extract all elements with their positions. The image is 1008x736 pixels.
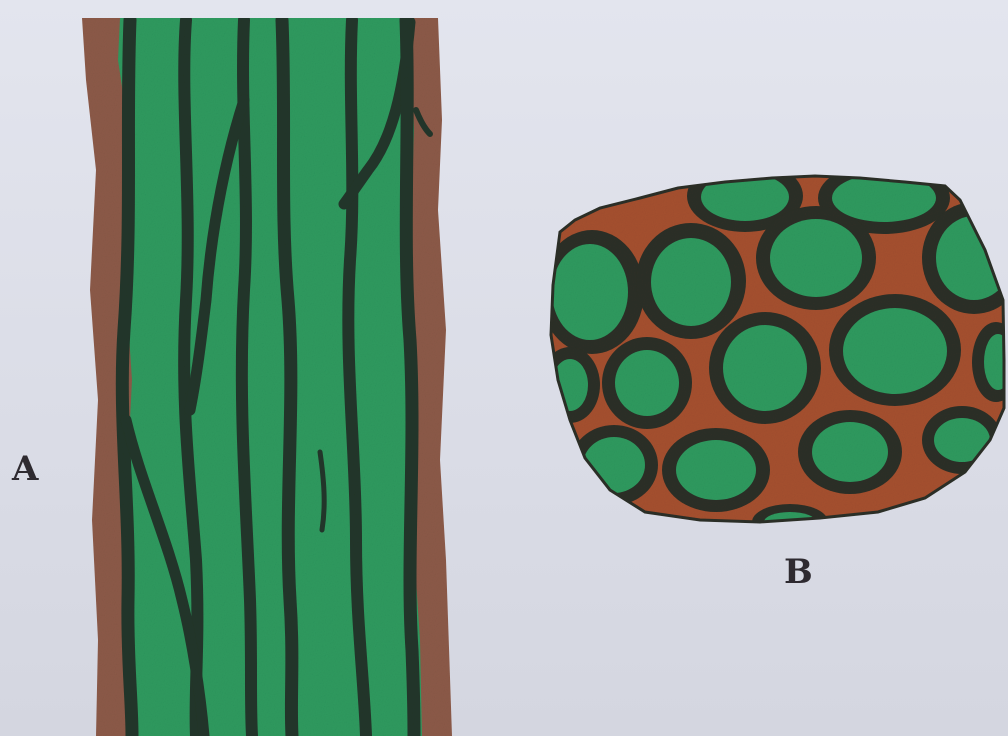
green-cell — [770, 219, 862, 297]
green-cell — [812, 422, 888, 482]
figure-a-label: A — [12, 452, 38, 486]
green-cell — [843, 308, 947, 394]
green-cell — [934, 418, 990, 462]
green-cell — [723, 325, 807, 411]
figure-b-label: B — [784, 555, 813, 589]
green-cell — [615, 350, 679, 416]
figure-a-longitudinal-section — [82, 18, 452, 736]
strand-9 — [406, 20, 414, 736]
green-cell — [651, 238, 731, 326]
figure-b-cross-section — [540, 160, 1008, 540]
figure-a-green-core — [118, 18, 422, 736]
green-cell — [552, 244, 628, 340]
green-cell — [676, 440, 756, 500]
